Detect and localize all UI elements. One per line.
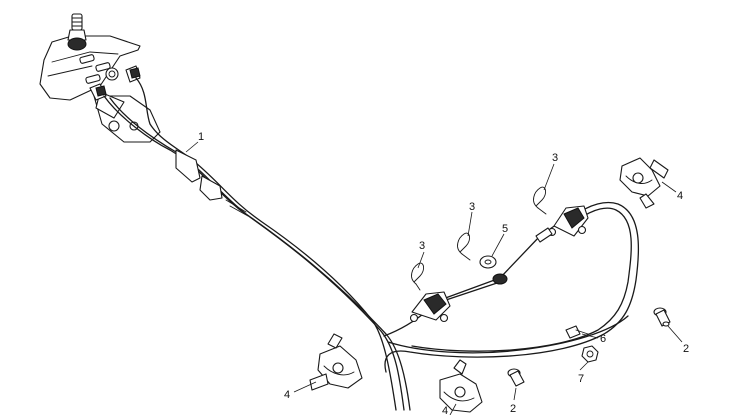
equalizer-bracket-left <box>409 291 451 323</box>
callout-2-right: 2 <box>683 343 689 355</box>
callouts: 1 2 2 3 3 3 4 4 4 5 6 7 <box>198 131 689 415</box>
cable-link-center <box>492 227 553 285</box>
clevis-pin-bottom <box>507 368 525 387</box>
callout-4-top-right: 4 <box>677 190 683 202</box>
lever-base-assembly <box>39 13 161 143</box>
callout-3-left: 3 <box>419 240 425 252</box>
callout-3-center: 3 <box>469 201 475 213</box>
cable-clamp-top-right <box>619 157 669 209</box>
hair-pin-clip-center <box>457 232 471 261</box>
cable-clamp-bottom-left <box>309 333 363 391</box>
callout-6: 6 <box>600 333 606 345</box>
hair-pin-clip-left <box>411 262 425 291</box>
leader-lines <box>185 141 683 415</box>
nut <box>581 345 599 363</box>
callout-4-bottom-center: 4 <box>442 405 448 415</box>
brake-cable-main <box>103 77 411 411</box>
bolt <box>565 325 589 339</box>
callout-3-right: 3 <box>552 152 558 164</box>
hair-pin-clip-right <box>533 186 547 215</box>
callout-2-bottom: 2 <box>510 403 516 415</box>
return-cable-right <box>384 201 640 373</box>
cable-clamp-bottom-center <box>439 359 483 413</box>
callout-1: 1 <box>198 131 204 143</box>
callout-5: 5 <box>502 223 508 235</box>
equalizer-bracket-right <box>547 205 589 237</box>
callout-4-bottom-left: 4 <box>284 389 290 401</box>
callout-7: 7 <box>578 373 584 385</box>
washer <box>479 255 497 269</box>
clevis-pin-right <box>653 307 671 327</box>
